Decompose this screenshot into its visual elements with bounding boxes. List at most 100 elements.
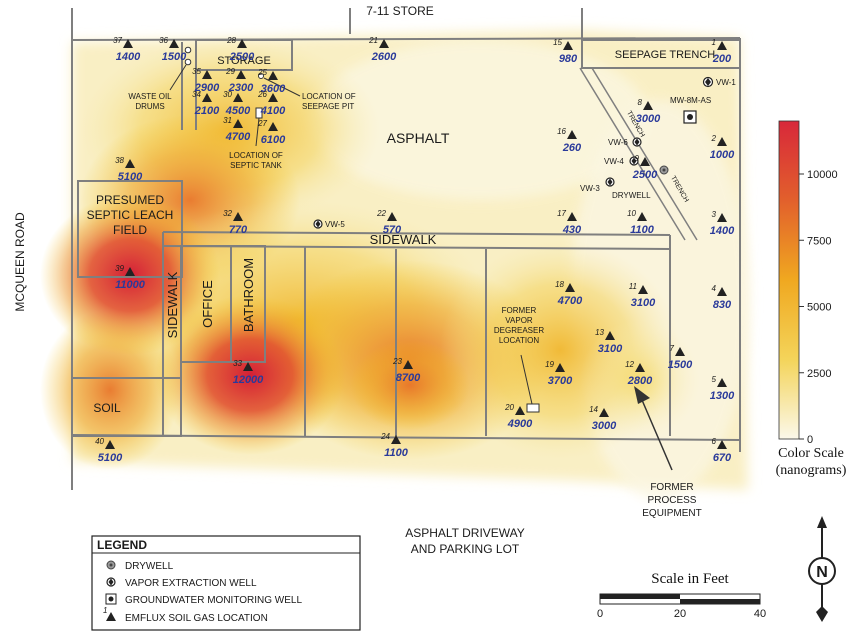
emflux-triangle-icon bbox=[202, 93, 212, 102]
point-value: 2900 bbox=[194, 82, 220, 94]
point-id: 15 bbox=[553, 38, 562, 47]
point-value: 5100 bbox=[98, 452, 123, 464]
emflux-triangle-icon bbox=[555, 363, 565, 372]
vw1-label: VW-1 bbox=[716, 78, 736, 87]
emflux-triangle-icon bbox=[237, 39, 247, 48]
point-id: 32 bbox=[223, 209, 232, 218]
emflux-triangle-icon bbox=[717, 378, 727, 387]
point-id: 38 bbox=[115, 156, 124, 165]
seepage-trench-label: SEEPAGE TRENCH bbox=[615, 49, 716, 61]
emflux-triangle-icon bbox=[717, 440, 727, 449]
point-id: 4 bbox=[712, 284, 717, 293]
point-value: 1400 bbox=[116, 51, 141, 63]
emflux-triangle-icon bbox=[717, 137, 727, 146]
point-id: 16 bbox=[557, 127, 566, 136]
point-value: 1300 bbox=[710, 390, 735, 402]
point-id: 35 bbox=[192, 67, 201, 76]
point-id: 19 bbox=[545, 360, 554, 369]
drywell-map-label: DRYWELL bbox=[612, 191, 651, 200]
left-road-label: MCQUEEN ROAD bbox=[13, 212, 27, 312]
color-scale-tick-label: 5000 bbox=[807, 302, 831, 314]
color-scale-bar bbox=[778, 120, 800, 440]
emflux-triangle-icon bbox=[640, 157, 650, 166]
color-scale-tick-label: 10000 bbox=[807, 169, 838, 181]
emflux-triangle-icon bbox=[403, 360, 413, 369]
emflux-triangle-icon bbox=[236, 70, 246, 79]
scale-bar: Scale in Feet 0 20 40 bbox=[597, 571, 766, 620]
color-scale-tick-label: 7500 bbox=[807, 235, 831, 247]
sidewalk-vertical-label: SIDEWALK bbox=[165, 271, 180, 338]
point-id: 17 bbox=[557, 209, 566, 218]
emflux-triangle-icon bbox=[567, 130, 577, 139]
point-value: 770 bbox=[229, 224, 248, 236]
point-value: 2300 bbox=[228, 82, 254, 94]
emflux-triangle-icon bbox=[243, 362, 253, 371]
emflux-point: 19 3700 bbox=[545, 360, 573, 387]
point-id: 29 bbox=[225, 67, 235, 76]
vw6-label: VW-6 bbox=[608, 138, 628, 147]
point-value: 4700 bbox=[225, 131, 251, 143]
emflux-point: 35 2900 bbox=[192, 67, 220, 94]
mw-label: MW-8M-AS bbox=[670, 96, 711, 105]
leach-field-line1: PRESUMED bbox=[96, 193, 164, 207]
vapor-extraction-well-icon bbox=[313, 219, 323, 229]
emflux-triangle-icon bbox=[233, 119, 243, 128]
degreaser-line3: DEGREASER bbox=[494, 326, 544, 335]
point-id: 12 bbox=[625, 360, 634, 369]
bathroom-label: BATHROOM bbox=[241, 258, 256, 332]
emflux-triangle-icon bbox=[233, 212, 243, 221]
point-value: 2500 bbox=[632, 169, 658, 181]
point-value: 11000 bbox=[115, 279, 146, 291]
point-value: 3000 bbox=[636, 113, 661, 125]
point-value: 1500 bbox=[162, 51, 187, 63]
emflux-triangle-icon bbox=[717, 213, 727, 222]
emflux-point: 32 770 bbox=[223, 209, 248, 236]
point-value: 4100 bbox=[260, 105, 286, 117]
process-equipment-annotation: FORMER PROCESS EQUIPMENT bbox=[634, 386, 702, 519]
point-value: 3700 bbox=[548, 375, 573, 387]
point-id: 24 bbox=[380, 432, 390, 441]
vw3-label: VW-3 bbox=[580, 184, 600, 193]
point-value: 8700 bbox=[396, 372, 421, 384]
emflux-point: 23 8700 bbox=[392, 357, 421, 384]
point-value: 1400 bbox=[710, 225, 735, 237]
emflux-triangle-icon bbox=[717, 287, 727, 296]
vapor-extraction-well-icon bbox=[632, 137, 642, 147]
vapor-extraction-well-icon bbox=[106, 577, 116, 587]
point-value: 4700 bbox=[557, 295, 583, 307]
emflux-point: 1200 bbox=[712, 38, 733, 65]
point-id: 25 bbox=[257, 68, 267, 77]
degreaser-annotation: FORMER VAPOR DEGREASER LOCATION bbox=[494, 306, 544, 413]
point-value: 3600 bbox=[261, 83, 286, 95]
north-arrow: N bbox=[808, 516, 836, 622]
color-scale-tick-label: 2500 bbox=[807, 368, 831, 380]
point-id: 7 bbox=[670, 344, 675, 353]
point-value: 4500 bbox=[225, 105, 251, 117]
site-outlines bbox=[71, 8, 741, 490]
point-id: 23 bbox=[392, 357, 402, 366]
emflux-point: 29 2300 bbox=[225, 67, 254, 94]
point-value: 670 bbox=[713, 452, 732, 464]
emflux-triangle-icon bbox=[233, 93, 243, 102]
wells: VW-1 MW-8M-AS VW-6 VW-4 VW-3 DRYWELL bbox=[313, 76, 736, 229]
drywell-icon bbox=[659, 165, 669, 175]
waste-oil-drums-annotation: WASTE OIL DRUMS bbox=[128, 46, 192, 111]
vw4-label: VW-4 bbox=[604, 157, 624, 166]
leach-field-line3: FIELD bbox=[113, 223, 147, 237]
emflux-triangle-icon bbox=[268, 122, 278, 131]
emflux-point: 9 2500 bbox=[632, 154, 658, 181]
point-id: 9 bbox=[635, 154, 640, 163]
groundwater-monitoring-well-icon bbox=[105, 593, 117, 605]
point-id: 20 bbox=[504, 403, 514, 412]
emflux-point: 25 3600 bbox=[257, 68, 286, 95]
